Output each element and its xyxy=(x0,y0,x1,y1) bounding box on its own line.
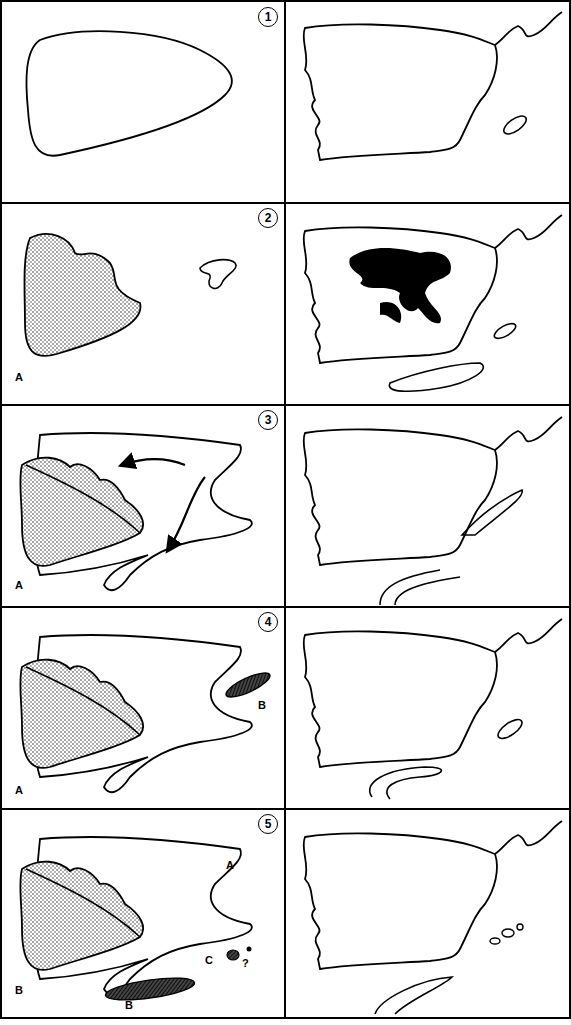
callout-number: 5 xyxy=(265,818,272,830)
region-label: B xyxy=(15,985,23,996)
callout-number: 2 xyxy=(265,212,272,224)
panel-number-circle: 4 xyxy=(258,612,278,632)
callout-number: 3 xyxy=(265,414,272,426)
panel-number-circle: 1 xyxy=(258,7,278,27)
region-label: A xyxy=(226,860,234,871)
panel-number-circle: 2 xyxy=(258,208,278,228)
panel-number-circle: 3 xyxy=(258,410,278,430)
region-label: A xyxy=(15,580,23,591)
region-label: B xyxy=(258,700,266,711)
callout-number: 1 xyxy=(265,11,272,23)
region-label: ? xyxy=(242,958,249,969)
region-label: B xyxy=(125,1000,133,1011)
region-label: A xyxy=(15,785,23,796)
region-label: A xyxy=(15,372,23,383)
panel-number-circle: 5 xyxy=(258,814,278,834)
callout-number: 4 xyxy=(265,616,272,628)
region-label: C xyxy=(205,955,213,966)
